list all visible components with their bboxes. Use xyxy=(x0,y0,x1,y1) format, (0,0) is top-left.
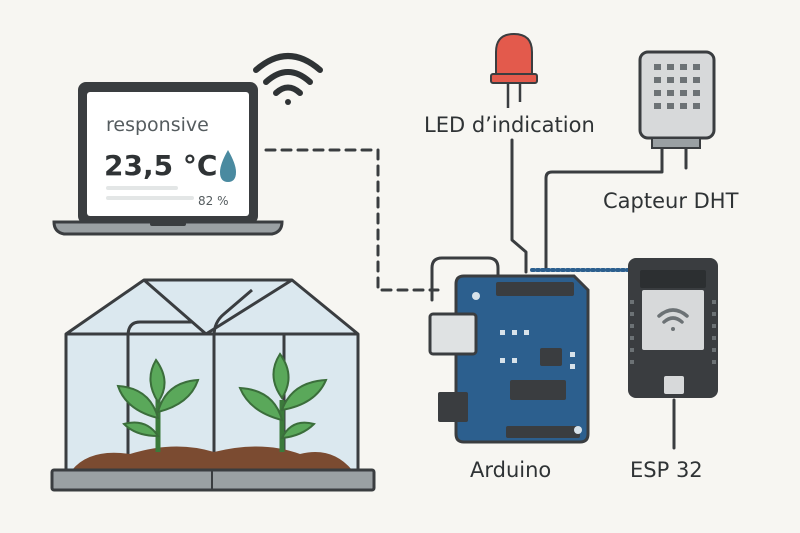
esp-label: ESP 32 xyxy=(630,458,703,482)
arduino-label: Arduino xyxy=(470,458,552,482)
laptop-icon xyxy=(52,82,284,236)
led-wire xyxy=(510,138,528,274)
screen-bar-1 xyxy=(106,186,178,190)
esp-shield xyxy=(642,290,704,350)
esp-wifi-icon xyxy=(657,308,689,331)
plant-icon xyxy=(116,358,200,452)
power-jack xyxy=(438,392,468,422)
screen-bar-2 xyxy=(106,196,194,200)
humidity-readout: 82 % xyxy=(198,194,229,208)
water-drop-icon xyxy=(220,150,236,182)
usb-port xyxy=(428,312,478,356)
esp32-module-icon xyxy=(628,258,718,398)
dht-wire-1 xyxy=(544,146,664,272)
screen-title: responsive xyxy=(106,114,209,136)
greenhouse-icon xyxy=(50,278,376,492)
plant-icon-2 xyxy=(238,352,328,452)
dashed-link-laptop-arduino xyxy=(264,148,440,292)
header-bottom xyxy=(506,426,580,438)
wires xyxy=(264,138,688,450)
header-top xyxy=(496,282,574,296)
dht-sensor-icon xyxy=(638,50,716,149)
led-label: LED d’indication xyxy=(424,113,595,137)
dht-label: Capteur DHT xyxy=(603,189,739,213)
wifi-icon xyxy=(253,53,323,105)
soil xyxy=(72,446,352,470)
temperature-readout: 23,5 °C xyxy=(104,149,218,182)
laptop-base xyxy=(52,220,284,236)
usb-cable xyxy=(430,256,500,302)
laptop-screen xyxy=(87,92,249,216)
arduino-board-icon xyxy=(428,274,590,444)
led-icon xyxy=(490,32,538,108)
chip xyxy=(510,380,566,400)
